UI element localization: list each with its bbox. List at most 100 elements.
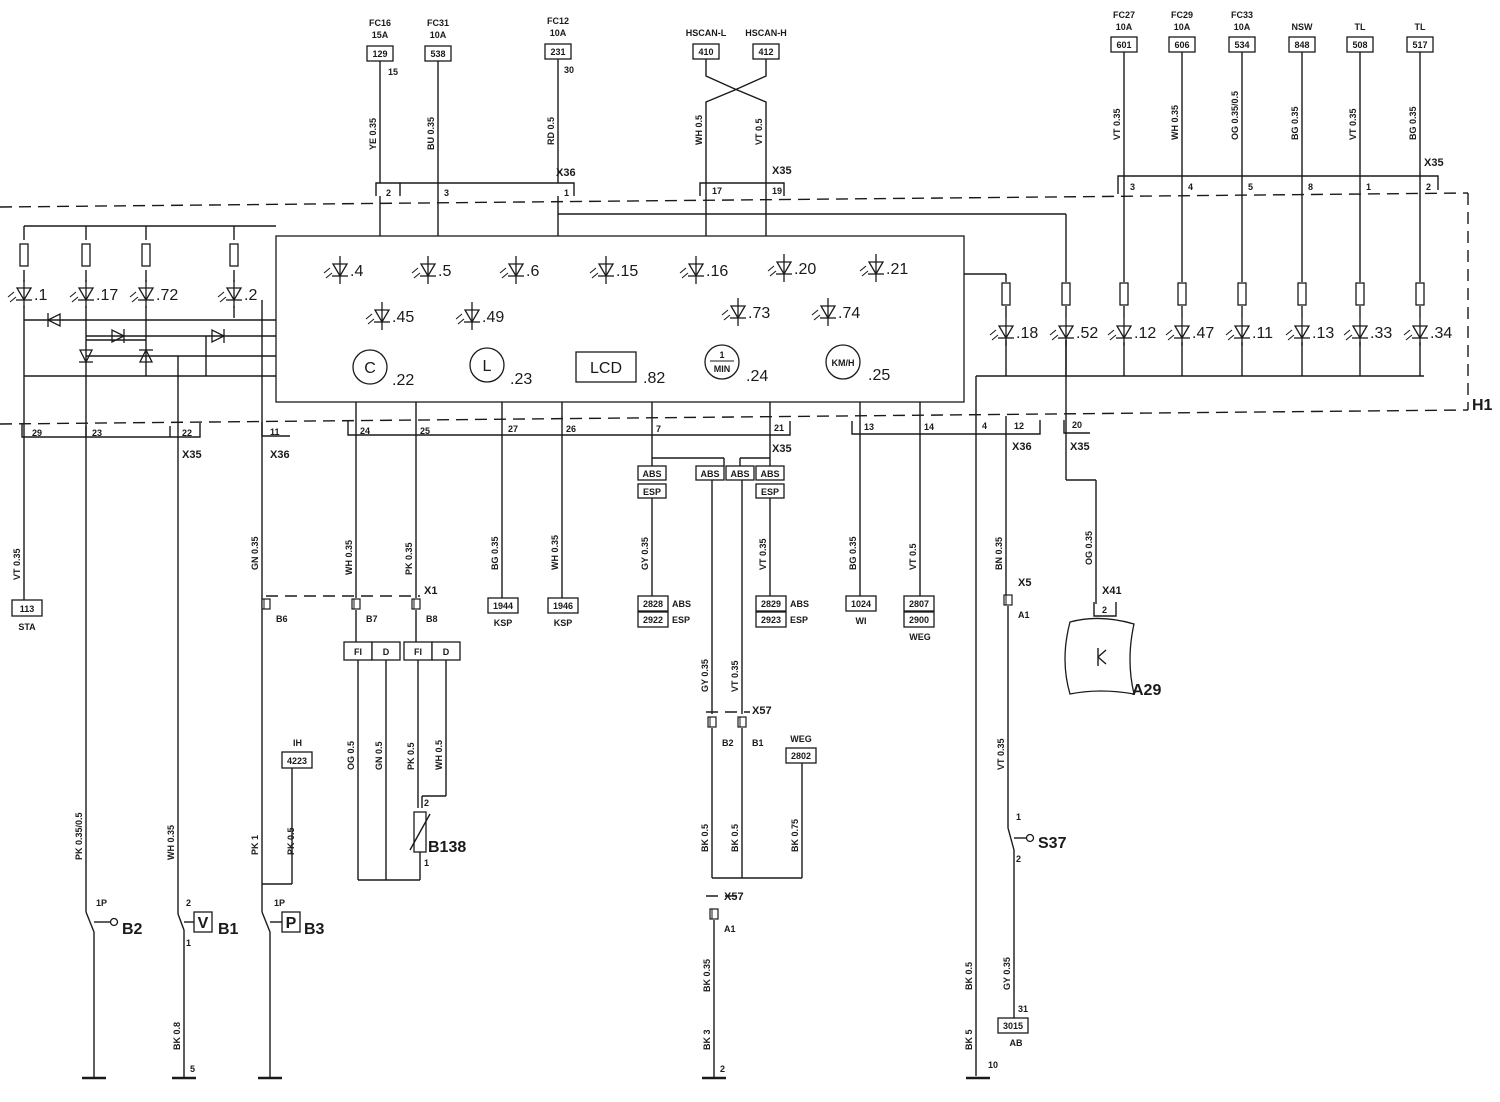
pin-label: B6	[276, 614, 288, 624]
fuse-box-num: 848	[1294, 40, 1309, 50]
tag-abs: ABS	[760, 469, 779, 479]
fi-label: FI	[414, 647, 422, 657]
led-label: .45	[392, 309, 414, 326]
gauge-c-symbol: C	[364, 360, 376, 377]
wire-label: BK 3	[702, 1029, 712, 1050]
wire-label: BG 0.35	[1408, 106, 1418, 140]
connector-x35-bottom-right: X35	[1063, 420, 1090, 453]
pin-num: 26	[566, 424, 576, 434]
can-l-name: HSCAN-L	[686, 28, 727, 38]
pin-num: 25	[420, 426, 430, 436]
box-label: STA	[18, 622, 36, 632]
resistor-icon	[81, 243, 91, 267]
wire-label: BU 0.35	[426, 117, 436, 150]
wi-weg-outputs: BG 0.35 VT 0.5 1024 WI 2807 2900 WEG	[845, 402, 935, 642]
component-label: A29	[1132, 682, 1161, 699]
fuse-feed-fc31: FC31 10A 538 BU 0.35 3	[424, 18, 452, 236]
wire-label: PK 0.35/0.5	[74, 812, 84, 860]
wire-label: GY 0.35	[700, 659, 710, 692]
fuse-name: NSW	[1292, 22, 1314, 32]
wire-label: WH 0.35	[344, 540, 354, 575]
led-icon	[989, 317, 1015, 347]
resistor-icon	[1001, 282, 1011, 306]
led-icon	[1165, 317, 1191, 347]
component-symbol: P	[286, 915, 297, 932]
wire-label: OG 0.35	[1084, 531, 1094, 565]
box-num: 2802	[791, 751, 811, 761]
x36-bottom-mid-label: X36	[270, 449, 290, 461]
fuse-rating: 10A	[430, 30, 447, 40]
can-l-wire: WH 0.5	[694, 115, 704, 145]
pin-num: 29	[32, 428, 42, 438]
box-num: 2923	[761, 615, 781, 625]
wire-label: WH 0.35	[166, 825, 176, 860]
resistor-icon	[1061, 282, 1071, 306]
wire-label: BG 0.35	[1290, 106, 1300, 140]
pin-label: A1	[724, 924, 736, 934]
sta-output: VT 0.35 113 STA	[11, 548, 43, 632]
fi-label: FI	[354, 647, 362, 657]
led-label: .6	[526, 263, 539, 280]
wire-label: BK 0.5	[700, 824, 710, 852]
pin-num: 7	[656, 424, 661, 434]
wire-label: BG 0.35	[490, 536, 500, 570]
wire-label: VT 0.35	[1348, 108, 1358, 140]
x41-label: X41	[1102, 585, 1122, 597]
d-label: D	[383, 647, 390, 657]
wire-label: GN 0.35	[250, 536, 260, 570]
wire-label: WH 0.5	[434, 740, 444, 770]
box-num: 3015	[1003, 1021, 1023, 1031]
gauge-kmh-label: .25	[868, 367, 890, 384]
box-num: 2828	[643, 599, 663, 609]
pin-num: 5	[190, 1064, 195, 1074]
led-icon	[217, 279, 243, 309]
pin-icon	[411, 598, 421, 610]
wire-label: BK 0.8	[172, 1022, 182, 1050]
pin-num: 1P	[96, 898, 107, 908]
resistor-icon	[229, 243, 239, 267]
box-num: 2922	[643, 615, 663, 625]
fuse-feed-fc16: FC16 15A 129 15 YE 0.35 2	[366, 18, 398, 236]
connector-x35-right: X35	[1117, 157, 1444, 194]
x36-bottom-right-label: X36	[1012, 441, 1032, 453]
fuse-box-num: 601	[1116, 40, 1131, 50]
wire-label: OG 0.5	[346, 741, 356, 770]
wire-label: PK 0.35	[404, 542, 414, 575]
gauge-c-label: .22	[392, 372, 414, 389]
fuse-name: FC12	[547, 16, 569, 26]
fuse-box-num: 508	[1352, 40, 1367, 50]
wire-label: WH 0.35	[1170, 105, 1180, 140]
abs-esp-group: ABS ESP ABS ABS ABS ESP GY 0.35 VT 0.35 …	[637, 402, 817, 1080]
resistor-icon	[141, 243, 151, 267]
connector-x36-bottom-right: X36	[851, 420, 1041, 453]
led-label: .2	[244, 287, 257, 304]
led-label: .18	[1016, 325, 1038, 342]
wire-label: BN 0.35	[994, 537, 1004, 570]
box-label: AB	[1010, 1038, 1023, 1048]
pin-label: B1	[752, 738, 764, 748]
pin-icon	[707, 716, 717, 728]
pin-num: 2	[386, 188, 391, 198]
tag-abs: ABS	[730, 469, 749, 479]
wire-label: BK 0.35	[702, 959, 712, 992]
pin-icon	[261, 598, 271, 610]
rpm-top: 1	[719, 350, 724, 360]
component-label: B3	[304, 921, 325, 938]
fuse-box-num: 231	[550, 47, 565, 57]
pin-num: 20	[1072, 420, 1082, 430]
pin-num: 2	[1102, 605, 1107, 615]
box-label: KSP	[554, 618, 573, 628]
pin-icon	[709, 908, 719, 920]
can-h-pin: 19	[772, 186, 782, 196]
led-label: .5	[438, 263, 451, 280]
resistor-icon	[1237, 282, 1247, 306]
led-icon	[1343, 317, 1369, 347]
rpm-bottom: MIN	[714, 364, 731, 374]
led-icon	[1225, 317, 1251, 347]
sensor-b1: WH 0.35 2 1 V B1 BK 0.8 5	[166, 825, 239, 1080]
component-label: B138	[428, 839, 466, 856]
fuse-name: TL	[1415, 22, 1426, 32]
gauge-speedometer: KM/H .25	[825, 344, 890, 384]
box-num: 1944	[493, 601, 513, 611]
pin-label: B8	[426, 614, 438, 624]
